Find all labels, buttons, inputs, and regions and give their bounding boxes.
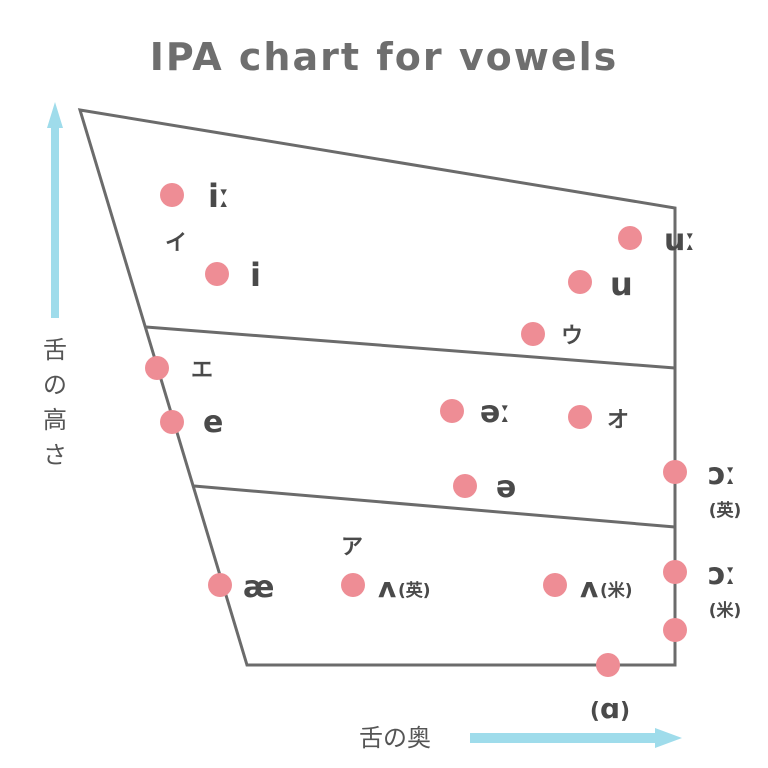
kana-label-e: エ — [191, 358, 213, 383]
vowel-label-open-o-long-us: ɔː — [708, 557, 736, 592]
vowel-dot — [440, 399, 464, 423]
vowel-label-i: i — [250, 256, 261, 294]
vowel-dot — [453, 474, 477, 498]
vowel-dot — [341, 573, 365, 597]
vowel-label-ae: æ — [243, 570, 274, 605]
vowel-label-open-a: (ɑ) — [590, 692, 630, 725]
vertical-axis-label-2: の — [43, 371, 67, 399]
vowel-dot — [160, 410, 184, 434]
vowel-dot — [596, 653, 620, 677]
vowel-note-wedge-us: (米) — [600, 580, 633, 601]
vowel-note-us: (米) — [709, 600, 742, 621]
vowel-dot — [663, 460, 687, 484]
vowel-trapezoid — [77, 108, 677, 667]
vowel-dot — [145, 356, 169, 380]
vowel-dot — [568, 405, 592, 429]
vowel-dot — [543, 573, 567, 597]
vowel-label-i-long: iː — [208, 177, 230, 215]
vowel-dot — [521, 322, 545, 346]
vowel-label-u: u — [610, 265, 633, 303]
vowel-label-open-o-long-uk: ɔː — [708, 457, 736, 492]
vertical-axis-label-1: 舌 — [43, 336, 67, 364]
vowel-label-schwa-long: əː — [480, 395, 510, 430]
vowel-note-uk: (英) — [709, 500, 742, 521]
vowel-label-schwa: ə — [496, 470, 516, 505]
vowel-dot — [618, 226, 642, 250]
kana-label-a: ア — [341, 535, 363, 560]
vowel-label-wedge-us: ʌ — [580, 571, 598, 604]
vowel-dot — [663, 618, 687, 642]
chart-title: IPA chart for vowels — [150, 35, 619, 79]
vowel-dot — [205, 262, 229, 286]
vowel-label-open-a-symbol: ɑ — [600, 692, 620, 725]
vowel-label-e: e — [203, 405, 223, 440]
vowel-dots — [145, 183, 687, 677]
vowel-dot — [208, 573, 232, 597]
vowel-dot — [568, 270, 592, 294]
upper-divider-line — [145, 325, 676, 370]
vowel-dot — [160, 183, 184, 207]
up-arrow-icon — [47, 102, 63, 318]
lower-divider-line — [193, 484, 676, 529]
vertical-axis-label-3: 高 — [43, 406, 67, 434]
horizontal-arrow — [470, 728, 682, 748]
kana-label-o: オ — [607, 408, 629, 433]
horizontal-axis-label: 舌の奥 — [359, 724, 431, 752]
kana-label-i: イ — [165, 231, 187, 256]
kana-label-u: ウ — [561, 324, 583, 349]
trapezoid-outline — [77, 108, 677, 667]
vertical-arrow — [47, 102, 63, 318]
vowel-label-u-long: uː — [664, 223, 695, 258]
vowel-dot — [663, 560, 687, 584]
vertical-axis-label-4: さ — [43, 441, 67, 469]
vowel-label-wedge-uk: ʌ — [378, 571, 396, 604]
right-arrow-icon — [470, 728, 682, 748]
vowel-note-wedge-uk: (英) — [398, 580, 431, 601]
